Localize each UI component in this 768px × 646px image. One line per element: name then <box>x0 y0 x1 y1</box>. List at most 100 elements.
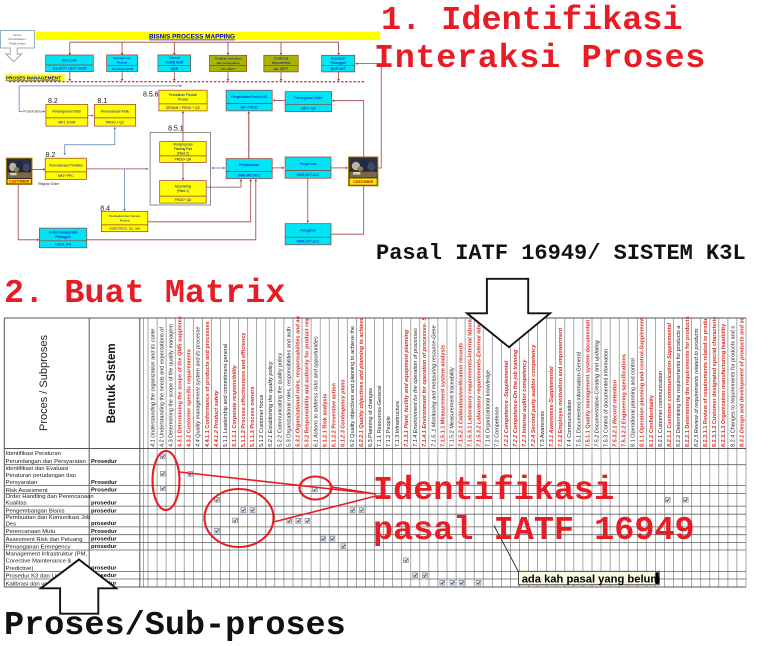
svg-text:8.1.1 Operation planning and c: 8.1.1 Operation planning and control-Sup… <box>640 318 646 447</box>
svg-text:MKT+ QA: MKT+ QA <box>301 106 316 110</box>
svg-text:Review: Review <box>117 61 128 65</box>
svg-text:Penagihan: Penagihan <box>300 229 316 233</box>
svg-text:5.1.1.3 Process owners: 5.1.1.3 Process owners <box>250 386 256 447</box>
svg-text:8.2.3.1.3 Organization manufac: 8.2.3.1.3 Organization manufacturing fea… <box>721 323 727 447</box>
svg-text:7.2.2 Competence-On the job tr: 7.2.2 Competence-On the job training <box>513 349 519 447</box>
svg-text:4.3.1 Determining the scope of: 4.3.1 Determining the scope of the QMS s… <box>178 316 184 447</box>
svg-text:Pengembangan Bisnis: Pengembangan Bisnis <box>6 509 65 515</box>
svg-text:prosedur: prosedur <box>91 508 117 514</box>
svg-text:7.1.5.1.1 Measurement system a: 7.1.5.1.1 Measurement system analysis <box>440 345 446 447</box>
svg-text:5.3.1 Organizational roles, re: 5.3.1 Organizational roles, responsabili… <box>295 316 301 447</box>
svg-text:Perencanaan Mutu: Perencanaan Mutu <box>6 529 56 535</box>
svg-text:7.4 Communication: 7.4 Communication <box>567 400 573 447</box>
svg-text:Penyimpanan: Penyimpanan <box>239 163 259 167</box>
svg-text:5.1.1 Leadership and commitmen: 5.1.1 Leadership and commitment general <box>223 344 229 447</box>
svg-text:BISNIS PROCESS MAPPING: BISNIS PROCESS MAPPING <box>149 34 235 41</box>
svg-text:Proces / Subproses: Proces / Subproses <box>38 335 50 431</box>
svg-text:prosedur: prosedur <box>91 500 117 506</box>
svg-text:Assesment Risk dan Peluang: Assesment Risk dan Peluang <box>6 537 83 543</box>
svg-text:Proses: Proses <box>178 98 189 102</box>
svg-text:Bisnis plan: Bisnis plan <box>62 58 78 62</box>
svg-text:Management: Management <box>113 56 131 60</box>
svg-text:6.2 Quality objectives and pla: 6.2 Quality objectives and planning to a… <box>350 326 356 447</box>
svg-text:Identifikasi Peraturan: Identifikasi Peraturan <box>6 451 61 457</box>
svg-text:8.2: 8.2 <box>46 152 56 159</box>
svg-text:dan pencegahan: dan pencegahan <box>217 61 240 65</box>
svg-text:Pelanggan: Pelanggan <box>55 235 70 239</box>
svg-text:4.3 Determining the scope of t: 4.3 Determining the scope of the quality… <box>169 324 175 447</box>
svg-text:MKT, EXIM: MKT, EXIM <box>58 120 75 124</box>
svg-text:7.1.5.3.2 Laboratory requireme: 7.1.5.3.2 Laboratory requirements-Extern… <box>477 317 483 447</box>
svg-text:Bentuk Sistem: Bentuk Sistem <box>106 343 118 423</box>
svg-text:prosedur: prosedur <box>91 573 117 579</box>
svg-text:8.5.1: 8.5.1 <box>168 125 184 132</box>
svg-text:(Plant-1): (Plant-1) <box>177 189 189 193</box>
svg-text:7.5.3.2.1 Record retention: 7.5.3.2.1 Record retention <box>613 379 619 447</box>
svg-text:8.2.3.1.2 Customer designated: 8.2.3.1.2 Customer designated special ch… <box>712 317 718 447</box>
svg-text:7.1.5.2.1 Calibration/verifica: 7.1.5.2.1 Calibration/verification recor… <box>459 343 465 447</box>
svg-text:Produk Baru: Produk Baru <box>23 110 41 114</box>
svg-text:USER,PROC, QC, WH: USER,PROC, QC, WH <box>109 227 141 231</box>
svg-text:8.2.3 Review of requirements r: 8.2.3 Review of requirements related to … <box>694 328 700 447</box>
svg-text:Stamping dan: Stamping dan <box>173 143 193 147</box>
svg-text:Corective Maintenance &: Corective Maintenance & <box>6 559 72 565</box>
svg-text:Kepuasan: Kepuasan <box>331 57 346 61</box>
svg-text:PROD+ QA: PROD+ QA <box>175 158 192 162</box>
svg-text:5.3 Organizational roles, resp: 5.3 Organizational roles, responsibiliti… <box>286 327 292 447</box>
svg-text:Pengiriman: Pengiriman <box>300 162 317 166</box>
svg-text:7.1.5..1 Monitoring and measur: 7.1.5..1 Monitoring and measuring resour… <box>431 325 437 447</box>
svg-text:8.2.1.1 Customer communication: 8.2.1.1 Customer communication-Supplemen… <box>667 322 673 447</box>
svg-text:CUSTOMER: CUSTOMER <box>9 180 29 184</box>
svg-text:Top MGT+ DEPT HEAD: Top MGT+ DEPT HEAD <box>52 67 87 71</box>
svg-text:prosedur: prosedur <box>91 521 117 527</box>
svg-text:Group: Group <box>13 33 22 37</box>
svg-text:8.2.4 Changes to requirements: 8.2.4 Changes to requirements for produc… <box>730 326 736 447</box>
svg-text:PROD+ QA: PROD+ QA <box>175 198 192 202</box>
svg-text:prosedur: prosedur <box>91 566 117 572</box>
svg-text:QMR MKT: QMR MKT <box>331 67 346 71</box>
svg-text:Prosedur: Prosedur <box>91 480 118 486</box>
svg-text:7.5.1 Documented information-G: 7.5.1 Documented information-General <box>576 352 582 447</box>
svg-text:prosedur: prosedur <box>91 544 117 550</box>
svg-text:Predictive): Predictive) <box>6 566 34 572</box>
svg-text:Painting Part: Painting Part <box>174 147 192 151</box>
svg-text:6.1.2.3 Contingency plans: 6.1.2.3 Contingency plans <box>341 379 347 447</box>
svg-text:8.1: 8.1 <box>97 98 107 105</box>
svg-text:7.5.1.1 Quality management sys: 7.5.1.1 Quality management system docume… <box>585 319 591 447</box>
svg-text:7.3.2 Employee motivation and: 7.3.2 Employee motivation and empowermen… <box>558 328 564 447</box>
svg-text:Kalibrasi dan verifikasi: Kalibrasi dan verifikasi <box>6 581 65 587</box>
svg-text:8.2.1 Customer communication: 8.2.1 Customer communication <box>658 371 664 447</box>
svg-text:7.1.4.1 Environment for operat: 7.1.4.1 Environment for operation of pro… <box>422 317 428 447</box>
svg-text:Perusahaan /: Perusahaan / <box>8 37 26 41</box>
svg-text:Peraturan perudangan dan: Peraturan perudangan dan <box>6 473 76 479</box>
svg-text:Prosedur: Prosedur <box>91 529 118 535</box>
svg-text:Prosedur: Prosedur <box>91 459 118 465</box>
svg-text:Perubahan Produk/: Perubahan Produk/ <box>169 93 197 97</box>
svg-text:7.1.1 Resources-General: 7.1.1 Resources-General <box>377 386 383 447</box>
svg-text:Pihak terkait: Pihak terkait <box>9 41 26 45</box>
svg-text:ada kah pasal yang belum: ada kah pasal yang belum <box>522 573 661 585</box>
svg-text:5.3.2 Responsibility and autho: 5.3.2 Responsibility and authority for p… <box>305 318 311 447</box>
svg-text:Pengendalian Produk NG: Pengendalian Produk NG <box>231 95 268 99</box>
svg-text:7.1.3.1 Plant, facility and eq: 7.1.3.1 Plant, facility and equipment pl… <box>404 329 410 447</box>
svg-text:Perencanaan Produksi: Perencanaan Produksi <box>49 163 83 167</box>
svg-text:6.2.2.1 Quality objectives and: 6.2.2.1 Quality objectives and planning … <box>359 317 365 447</box>
svg-text:PROSES MANAGEMENT: PROSES MANAGEMENT <box>6 76 61 81</box>
svg-text:Perencanaan Mutu: Perencanaan Mutu <box>101 110 130 114</box>
svg-text:8.5.6: 8.5.6 <box>143 92 159 99</box>
svg-text:8.4: 8.4 <box>100 205 110 212</box>
svg-text:5.1.1.1 Corporate responsibili: 5.1.1.1 Corporate responsibility <box>232 364 238 447</box>
svg-text:Internal: Internal <box>169 56 180 60</box>
svg-text:Penanganan Order: Penanganan Order <box>52 110 82 114</box>
svg-text:5.2.2 Communicating the qualit: 5.2.2 Communicating the quality policy <box>277 353 283 447</box>
svg-text:prosedur: prosedur <box>91 537 117 543</box>
svg-text:Kualitas: Kualitas <box>6 501 27 507</box>
svg-text:7.1.3 Infrastructure: 7.1.3 Infrastructure <box>395 401 401 447</box>
svg-text:4.2 Understanding the needs an: 4.2 Understanding the needs and expectat… <box>160 327 166 447</box>
svg-text:WAR,MKT,ACC: WAR,MKT,ACC <box>297 173 321 177</box>
svg-text:WAR,MKT,ACC: WAR,MKT,ACC <box>238 173 262 177</box>
svg-text:7.3.1 Awareness-Supplemental: 7.3.1 Awareness-Supplemental <box>549 366 555 447</box>
svg-text:8.2.3.1.1 Review of requiremen: 8.2.3.1.1 Review of requirements related… <box>703 319 709 447</box>
svg-text:Kontrol Barang Milik: Kontrol Barang Milik <box>49 230 78 234</box>
svg-text:Pembuatan dan Komunikasi Job: Pembuatan dan Komunikasi Job <box>6 515 92 521</box>
